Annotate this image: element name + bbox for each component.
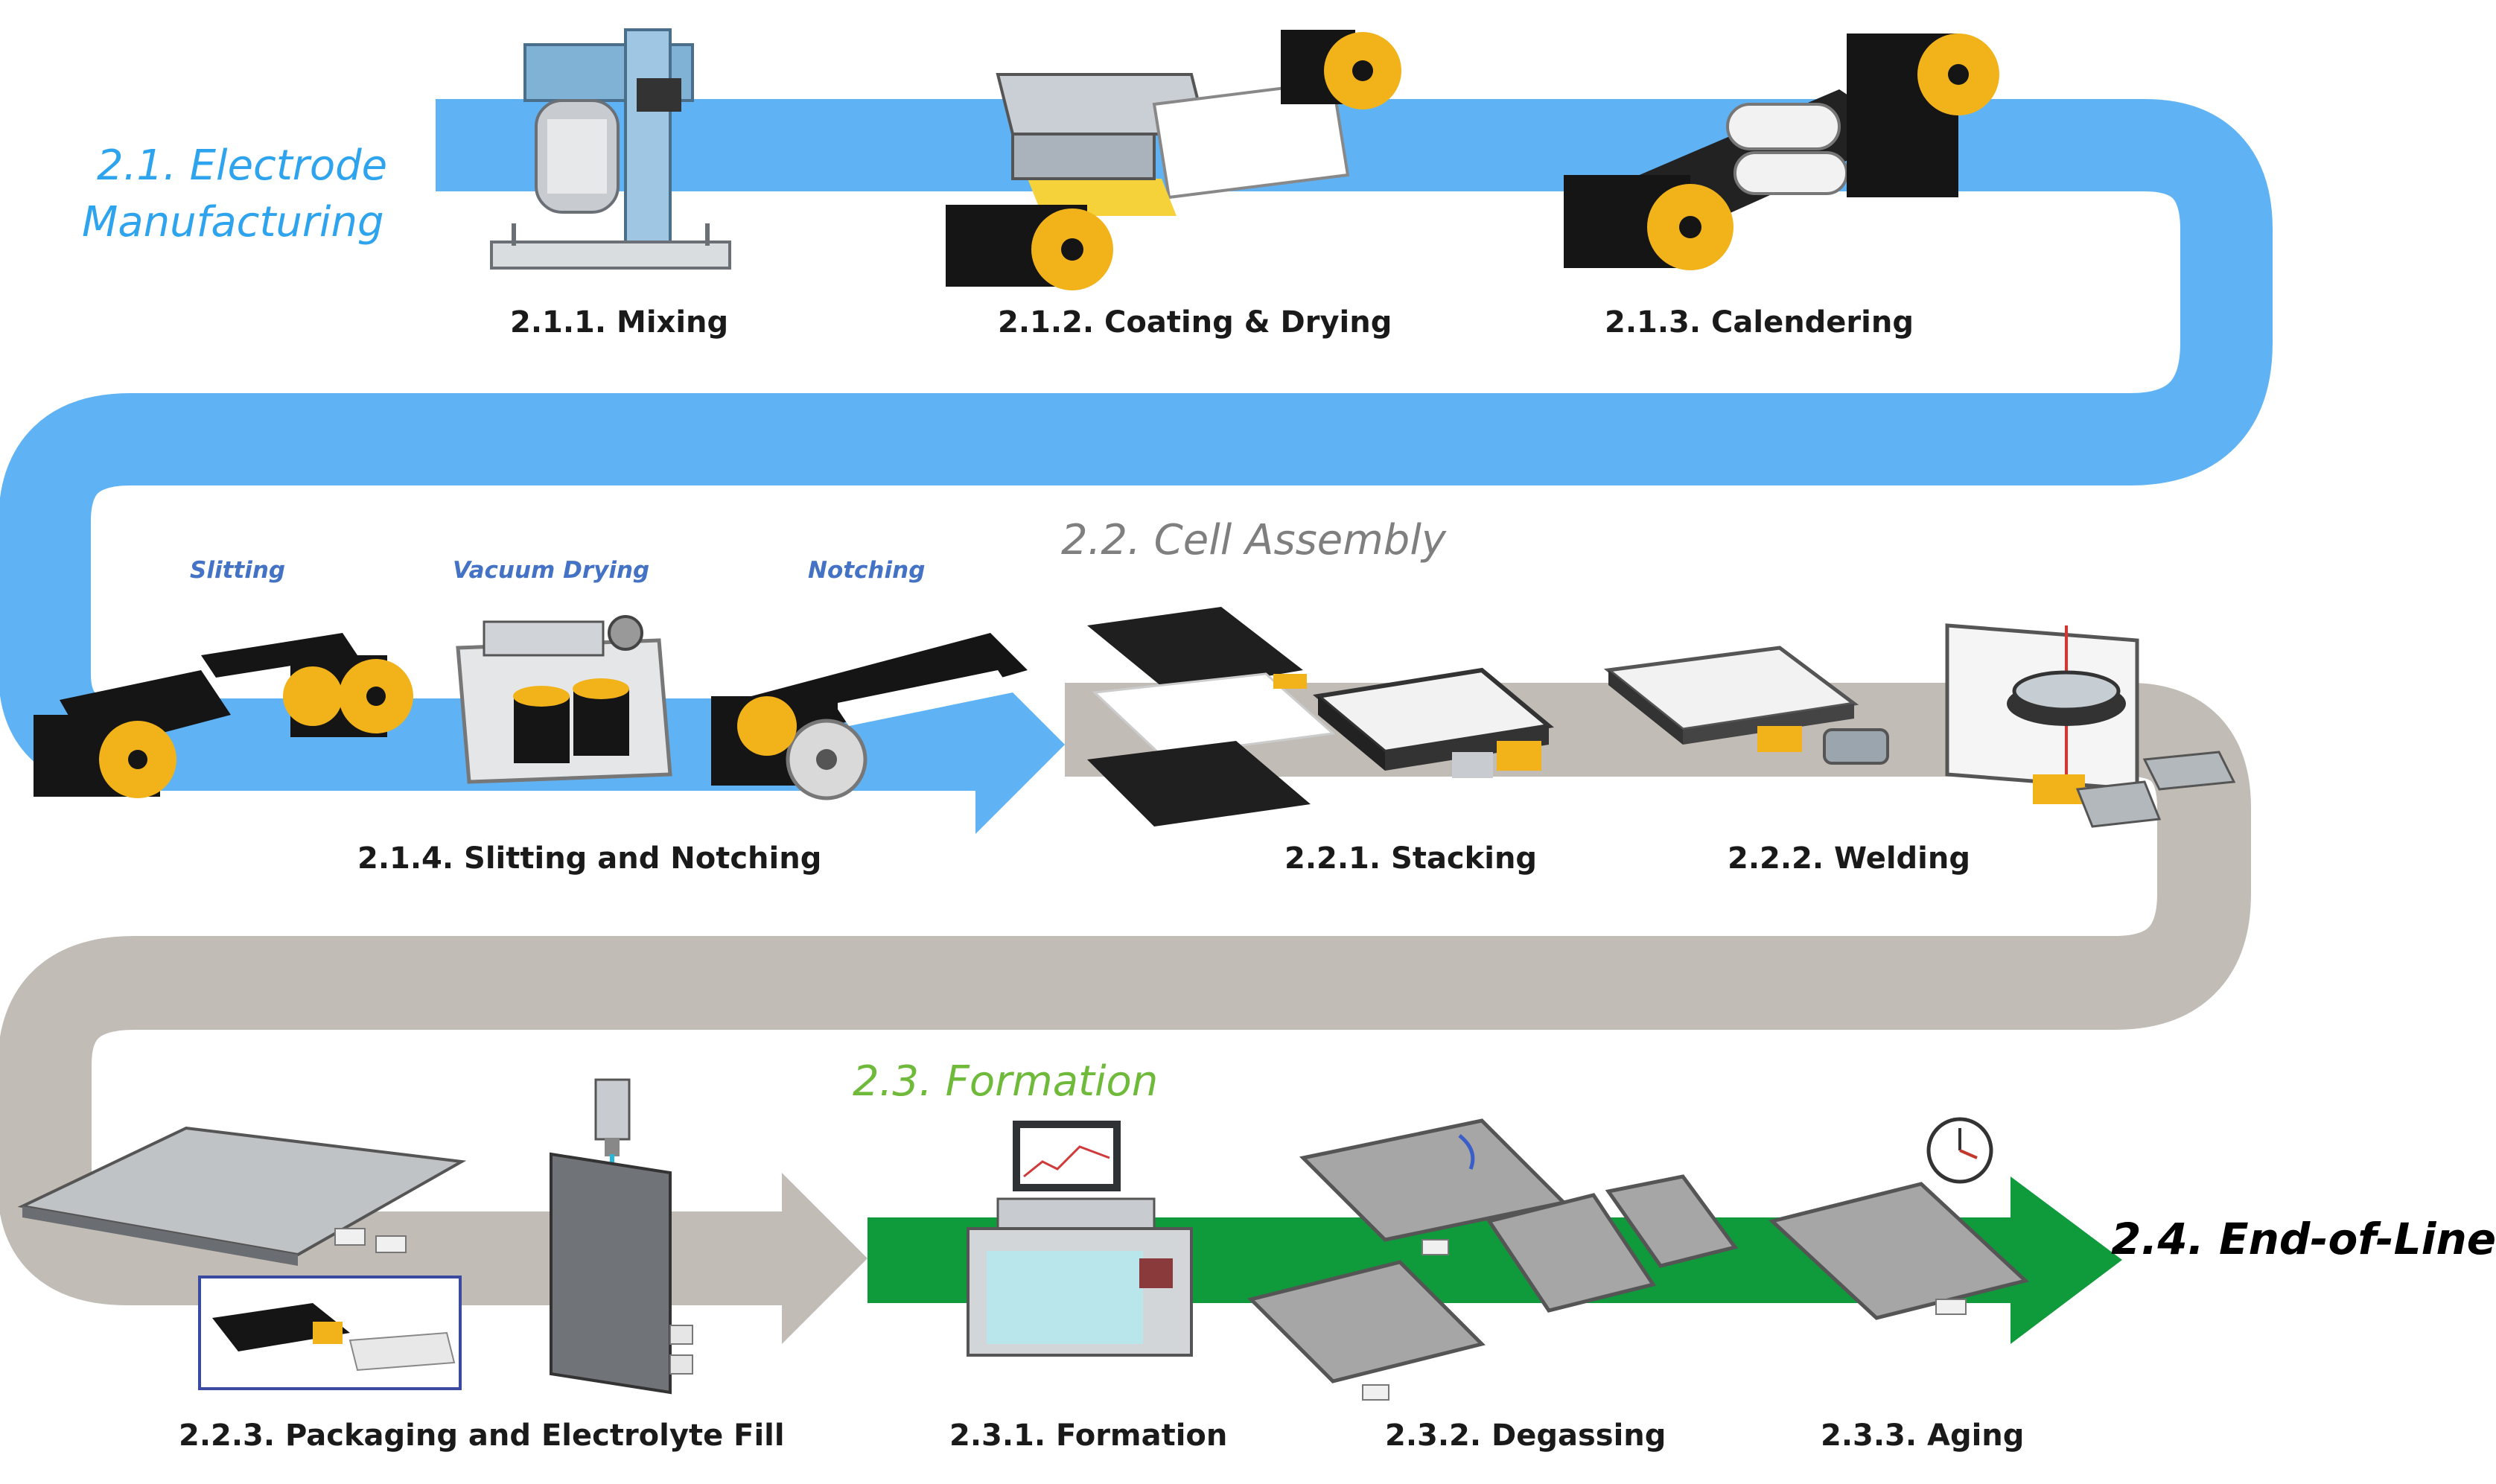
stacking-icon bbox=[1087, 607, 1554, 827]
step-label-formation: 2.3.1. Formation bbox=[949, 1418, 1228, 1453]
notcher-icon bbox=[711, 633, 1028, 800]
degassing-icon bbox=[1247, 1118, 1739, 1401]
electrolyte-fill-icon bbox=[550, 1078, 693, 1395]
slitter-icon bbox=[34, 633, 413, 798]
sub-label-vacuum-drying: Vacuum Drying bbox=[453, 557, 650, 584]
welder-icon bbox=[1603, 646, 1889, 765]
process-flow-diagram bbox=[0, 28, 2273, 1401]
step-label-aging: 2.3.3. Aging bbox=[1821, 1418, 2025, 1453]
step-label-slitting-notching: 2.1.4. Slitting and Notching bbox=[357, 841, 822, 876]
sub-label-notching: Notching bbox=[808, 557, 926, 584]
laser-welding-icon bbox=[1945, 623, 2236, 828]
stage-cell-assembly-title: 2.2. Cell Assembly bbox=[1061, 516, 1447, 564]
step-label-coating: 2.1.2. Coating & Drying bbox=[998, 305, 1392, 340]
step-label-mixing: 2.1.1. Mixing bbox=[510, 305, 729, 340]
mixer-icon bbox=[490, 28, 731, 270]
vacuum-oven-icon bbox=[456, 615, 672, 784]
calender-icon bbox=[1564, 34, 1999, 270]
stage-electrode-title: 2.1. Electrode Manufacturing bbox=[82, 138, 387, 250]
pouch-packaging-icon bbox=[17, 1126, 467, 1390]
step-label-stacking: 2.2.1. Stacking bbox=[1284, 841, 1538, 876]
stage-end-of-line-title: 2.4. End-of-Line bbox=[2111, 1214, 2496, 1264]
aging-cell-icon bbox=[1768, 1182, 2030, 1320]
sub-label-slitting: Slitting bbox=[190, 557, 286, 584]
stage-formation-title: 2.3. Formation bbox=[853, 1057, 1159, 1106]
electrode-flow-path bbox=[0, 99, 2273, 834]
step-label-calendering: 2.1.3. Calendering bbox=[1605, 305, 1914, 340]
step-label-packaging: 2.2.3. Packaging and Electrolyte Fill bbox=[179, 1418, 785, 1453]
clock-icon bbox=[1926, 1117, 1993, 1184]
step-label-welding: 2.2.2. Welding bbox=[1728, 841, 1970, 876]
coater-icon bbox=[946, 30, 1401, 290]
step-label-degassing: 2.3.2. Degassing bbox=[1385, 1418, 1666, 1453]
formation-cabinet-icon bbox=[967, 1121, 1193, 1357]
stage-electrode-line2: Manufacturing bbox=[82, 197, 384, 246]
stage-electrode-line1: 2.1. Electrode bbox=[97, 141, 388, 190]
